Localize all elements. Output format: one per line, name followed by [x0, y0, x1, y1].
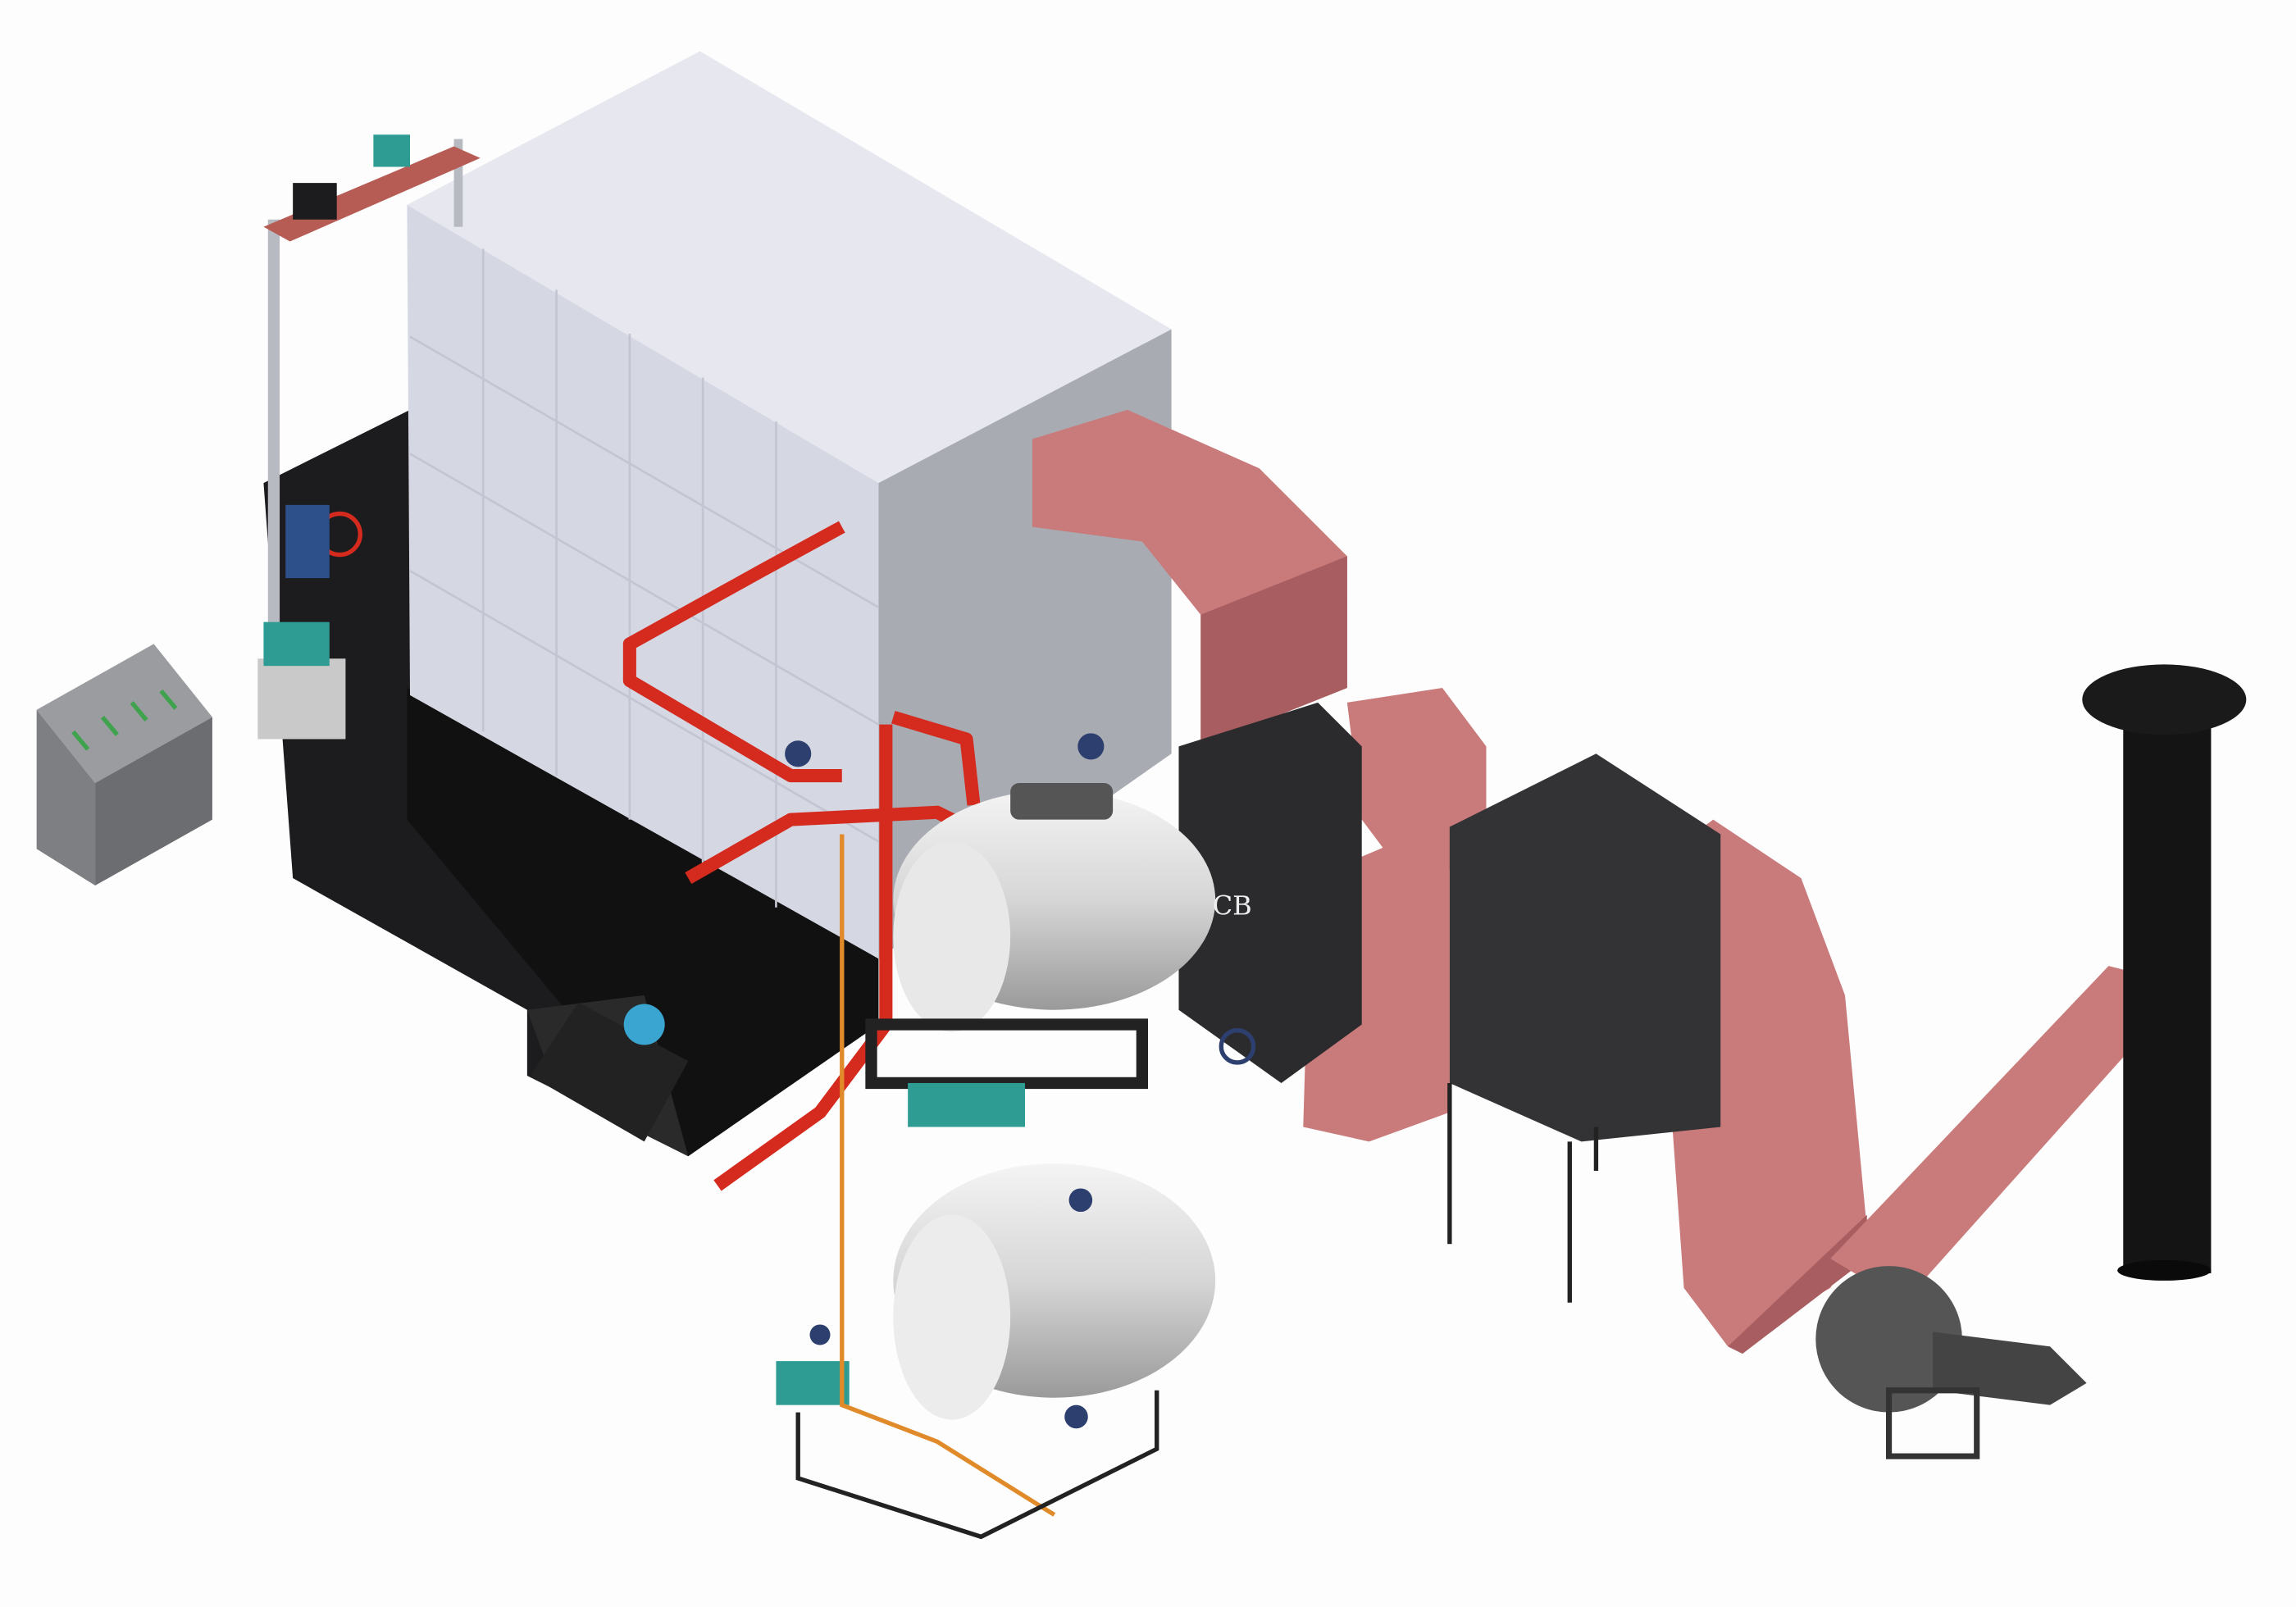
conveyor-motor	[623, 1004, 665, 1045]
chimney	[2082, 664, 2247, 1281]
condensate-line	[840, 834, 1056, 1517]
lower-tank	[776, 1163, 1216, 1420]
control-panel	[36, 644, 212, 885]
valves	[785, 733, 1256, 1429]
dust-collector	[1449, 753, 1721, 1142]
logo-cb: CB	[1213, 890, 1252, 922]
drain-lines	[795, 1390, 1159, 1540]
ash-conveyor	[530, 1002, 689, 1142]
upper-tank	[865, 783, 1216, 1127]
economizer-box	[1178, 702, 1362, 1083]
coal-feeder	[257, 134, 481, 740]
induced-draft-fan	[1815, 1266, 2087, 1459]
